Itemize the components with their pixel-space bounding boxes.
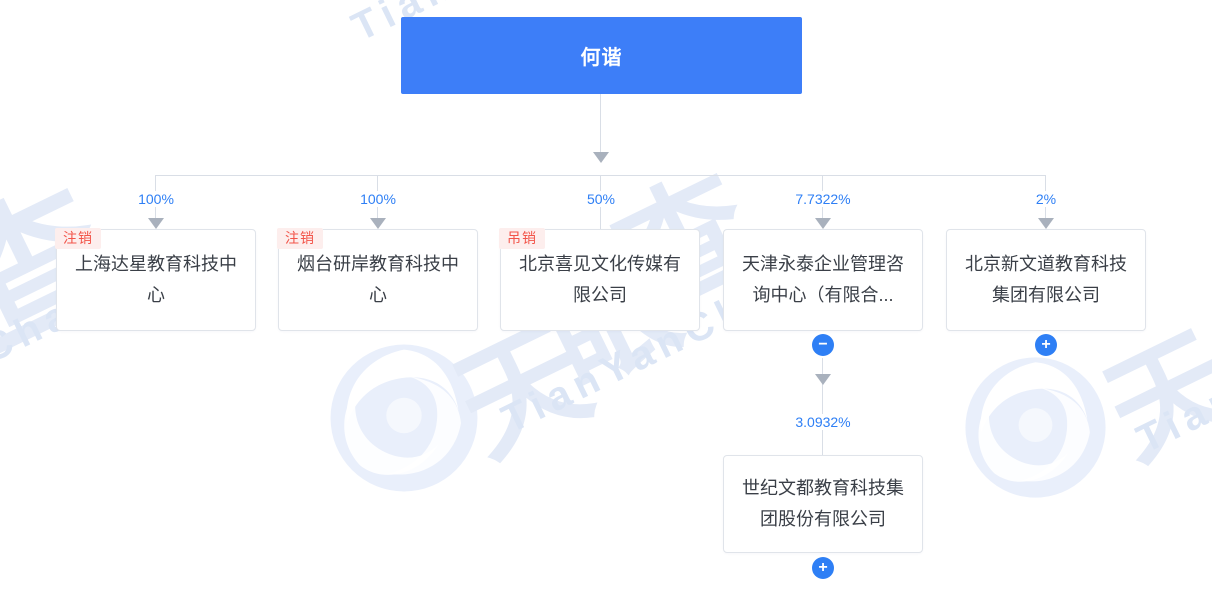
status-badge: 注销 xyxy=(55,228,101,249)
ownership-percent-label: 50% xyxy=(583,191,619,207)
connector-line xyxy=(822,356,823,455)
collapse-button[interactable]: − xyxy=(812,334,834,356)
arrow-down-icon xyxy=(1038,218,1054,229)
ownership-percent-label: 100% xyxy=(135,191,177,207)
company-node[interactable]: 注销 烟台研岸教育科技中心 xyxy=(277,228,478,331)
tianyancha-logo-watermark xyxy=(328,342,480,494)
company-name: 烟台研岸教育科技中心 xyxy=(297,254,459,305)
company-name: 上海达星教育科技中心 xyxy=(75,254,237,305)
company-node[interactable]: 北京新文道教育科技集团有限公司 xyxy=(946,229,1146,331)
ownership-percent-label: 2% xyxy=(1032,191,1060,207)
status-badge: 注销 xyxy=(277,228,323,249)
company-name: 世纪文都教育科技集团股份有限公司 xyxy=(742,478,904,529)
company-node[interactable]: 世纪文都教育科技集团股份有限公司 xyxy=(723,455,923,553)
expand-button[interactable]: + xyxy=(812,557,834,579)
company-node[interactable]: 天津永泰企业管理咨询中心（有限合... xyxy=(723,229,923,331)
company-node[interactable]: 注销 上海达星教育科技中心 xyxy=(55,228,256,331)
root-person-name: 何谐 xyxy=(580,47,623,69)
arrow-down-icon xyxy=(815,374,831,385)
expand-button[interactable]: + xyxy=(1035,334,1057,356)
tianyancha-logo-watermark xyxy=(963,355,1108,500)
status-badge: 吊销 xyxy=(499,228,545,249)
company-name: 北京喜见文化传媒有限公司 xyxy=(519,254,681,305)
arrow-down-icon xyxy=(815,218,831,229)
ownership-percent-label: 100% xyxy=(357,191,399,207)
company-node[interactable]: 吊销 北京喜见文化传媒有限公司 xyxy=(499,228,700,331)
company-name: 天津永泰企业管理咨询中心（有限合... xyxy=(742,254,904,305)
arrow-down-icon xyxy=(370,218,386,229)
ownership-percent-label: 3.0932% xyxy=(792,414,854,430)
root-person-node[interactable]: 何谐 xyxy=(401,17,802,94)
arrow-down-icon xyxy=(593,152,609,163)
connector-line xyxy=(600,94,601,152)
ownership-percent-label: 7.7322% xyxy=(792,191,854,207)
company-name: 北京新文道教育科技集团有限公司 xyxy=(965,254,1127,305)
connector-line xyxy=(156,175,1046,176)
arrow-down-icon xyxy=(148,218,164,229)
